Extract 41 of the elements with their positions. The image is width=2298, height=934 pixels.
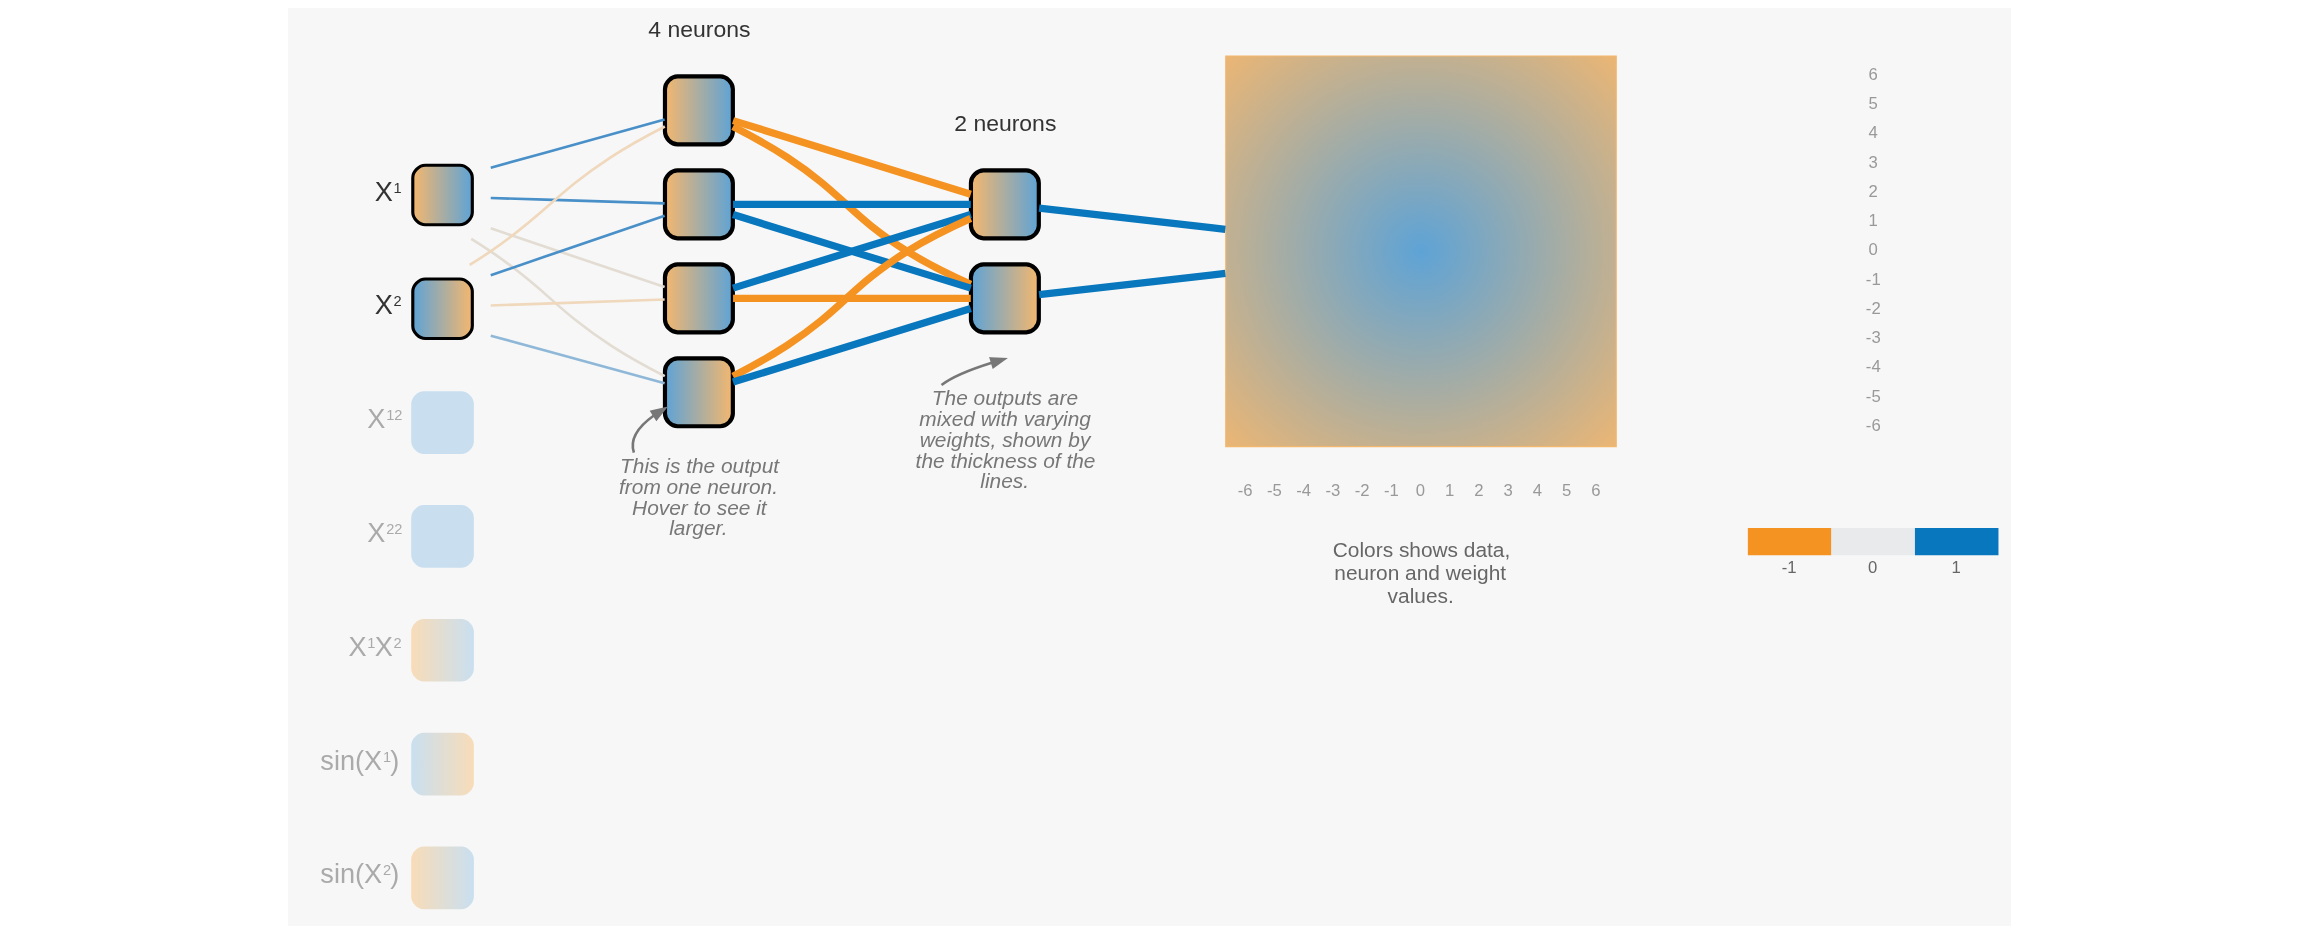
label: 6: [1867, 64, 1878, 84]
label: -3: [1865, 328, 1881, 348]
label: 3: [1867, 152, 1878, 172]
label: 1: [1867, 211, 1878, 231]
label: 1: [1444, 480, 1454, 500]
node-label: X$^{2}$: [374, 289, 402, 321]
label: -5: [1865, 386, 1881, 406]
label: 0: [1415, 480, 1425, 500]
label: 4: [1867, 123, 1878, 143]
node-text: The outputs are mixed with varying weights, shown by the thickness of the lines.: [915, 385, 1095, 493]
label: 2: [1473, 480, 1484, 500]
label: -6: [1237, 480, 1253, 500]
label: 3: [1503, 480, 1513, 500]
label: 4: [1532, 480, 1542, 500]
label: 6: [1590, 480, 1600, 500]
legend-label: 0: [1867, 557, 1877, 577]
node-label: sin(X$^{2}$): [319, 858, 399, 890]
legend-label: 1: [1950, 557, 1961, 577]
node-label: X$^{12}$: [366, 403, 402, 435]
node-label: X$^{1}$: [374, 175, 402, 207]
node-label: sin(X$^{1}$): [319, 744, 399, 776]
node-label: X$^{22}$: [366, 516, 402, 548]
label: -4: [1865, 357, 1881, 377]
label: 5: [1867, 94, 1878, 114]
label: 0: [1867, 240, 1878, 260]
label: -6: [1865, 415, 1881, 435]
label: 2 neurons: [953, 109, 1056, 136]
node-label: X$^{1}$X$^{2}$: [348, 630, 402, 662]
label: -4: [1295, 480, 1311, 500]
label: 4 neurons: [647, 15, 750, 42]
label: -2: [1354, 480, 1370, 500]
label: 2: [1867, 181, 1878, 201]
label: -1: [1865, 269, 1881, 289]
label: -5: [1266, 480, 1282, 500]
label: -3: [1324, 480, 1340, 500]
label: -1: [1383, 480, 1399, 500]
label: 5: [1561, 480, 1571, 500]
node-text: This is the output from one neuron. Hover to see it larger.: [618, 453, 779, 540]
label: Colors shows data, neuron and weight values.: [1332, 538, 1510, 608]
label: -2: [1865, 298, 1881, 318]
legend-label: -1: [1781, 557, 1797, 577]
